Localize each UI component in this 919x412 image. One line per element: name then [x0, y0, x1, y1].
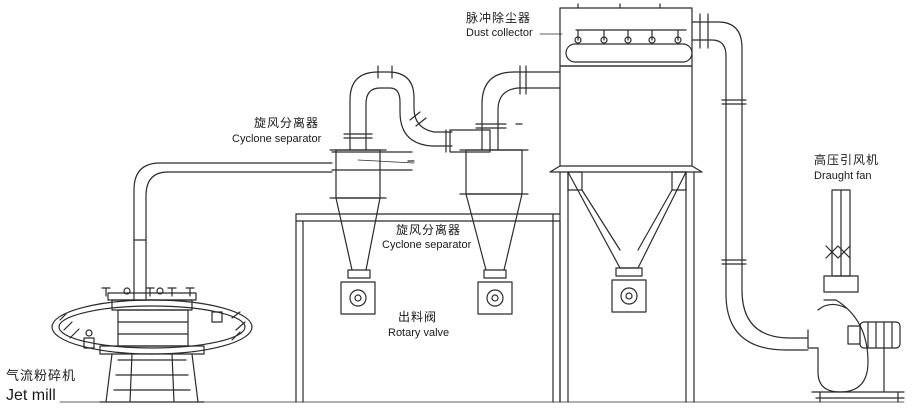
cyclone-1-label-en: Cyclone separator	[232, 133, 322, 145]
draught-fan-label-zh: 高压引风机	[814, 153, 880, 167]
draught-fan	[807, 189, 905, 403]
draught-fan-label-en: Draught fan	[814, 170, 872, 182]
leader-lines	[357, 33, 563, 164]
jet-mill-label-zh: 气流粉碎机	[6, 369, 77, 384]
dust-collector-label-zh: 脉冲除尘器	[466, 11, 532, 25]
cyclone-2-label-en: Cyclone separator	[382, 239, 472, 251]
cyclone-1-label-zh: 旋风分离器	[254, 116, 320, 130]
cyclone-2-label-zh: 旋风分离器	[396, 223, 462, 237]
jet-mill	[51, 162, 333, 403]
rotary-valve-label-zh: 出料阀	[398, 310, 438, 324]
dust-collector-label-en: Dust collector	[466, 27, 533, 39]
pulse-dust-collector	[549, 3, 809, 403]
jet-mill-label-en: Jet mill	[6, 387, 56, 404]
rotary-valve-label-en: Rotary valve	[388, 327, 450, 339]
cyclone-separator-1	[329, 65, 453, 315]
cyclone-separator-2	[445, 65, 561, 315]
